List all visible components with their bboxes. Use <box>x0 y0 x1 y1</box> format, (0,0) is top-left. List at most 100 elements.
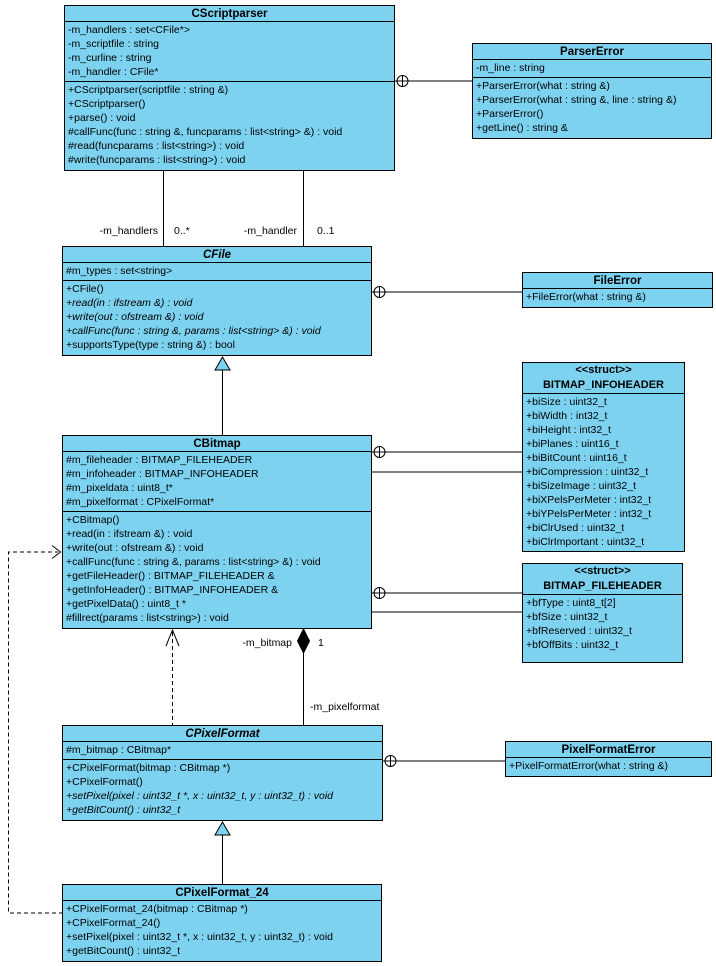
member-row: +setPixel(pixel : uint32_t *, x : uint32… <box>66 931 334 943</box>
anchor-cscriptparser-parsererror[interactable] <box>394 75 474 87</box>
member-row: +CFile() <box>66 283 104 295</box>
class-title: ParserError <box>473 44 711 60</box>
member-row: +ParserError(what : string &) <box>476 80 610 92</box>
member-row: -m_line : string <box>476 62 545 74</box>
struct-header: <<struct>> BITMAP_INFOHEADER <box>523 363 684 394</box>
member-row: +getInfoHeader() : BITMAP_INFOHEADER & <box>66 584 279 596</box>
open-arrow-icon <box>165 628 180 647</box>
member-row: +CPixelFormat() <box>66 776 143 788</box>
attributes-compartment: -m_line : string <box>473 60 711 77</box>
member-row: +ParserError() <box>476 108 544 120</box>
member-row: #write(funcparams : list<string>) : void <box>68 154 246 166</box>
member-row: +parse() : void <box>68 112 136 124</box>
member-row: #callFunc(func : string &, funcparams : … <box>68 126 343 138</box>
anchor-cfile-fileerror[interactable] <box>371 286 524 298</box>
member-row: #m_types : set<string> <box>66 265 173 277</box>
generalization-cpixelformat24-cpixelformat[interactable] <box>214 820 231 887</box>
member-row: +CPixelFormat(bitmap : CBitmap *) <box>66 762 231 774</box>
member-row: -m_handler : CFile* <box>68 66 159 78</box>
attributes-compartment: #m_fileheader : BITMAP_FILEHEADER #m_info… <box>63 452 371 511</box>
class-box-cscriptparser[interactable]: CScriptparser -m_handlers : set<CFile*>-… <box>64 5 395 171</box>
member-row: #read(funcparams : list<string>) : void <box>68 140 245 152</box>
methods-compartment: +CFile()+read(in : ifstream &) : void+wr… <box>63 280 371 354</box>
class-box-bitmap-fileheader[interactable]: <<struct>> BITMAP_FILEHEADER +bfType : u… <box>522 563 683 663</box>
generalization-triangle-icon <box>214 355 231 371</box>
member-row: +CScriptparser(scriptfile : string &) <box>68 84 229 96</box>
dependency-cpixelformat-cbitmap[interactable] <box>165 628 180 728</box>
anchor-cbitmap-fileheader[interactable] <box>371 587 524 599</box>
class-title: CScriptparser <box>65 6 394 22</box>
class-box-cfile[interactable]: CFile #m_types : set<string> +CFile()+re… <box>62 246 372 356</box>
role-label-m-handler: -m_handler <box>243 225 297 237</box>
member-row: +setPixel(pixel : uint32_t *, x : uint32… <box>66 790 334 802</box>
anchor-cpixelformat-pixelformaterror[interactable] <box>382 755 507 767</box>
class-box-bitmap-infoheader[interactable]: <<struct>> BITMAP_INFOHEADER +biSize : u… <box>522 362 685 552</box>
class-title: BITMAP_FILEHEADER <box>543 580 662 592</box>
class-box-cbitmap[interactable]: CBitmap #m_fileheader : BITMAP_FILEHEADE… <box>62 435 372 629</box>
member-row: +biPlanes : uint16_t <box>526 438 619 450</box>
methods-compartment: +CPixelFormat_24(bitmap : CBitmap *)+CPi… <box>63 901 381 960</box>
member-row: -m_curline : string <box>68 52 152 64</box>
member-row: +write(out : ofstream &) : void <box>66 542 204 554</box>
member-row: +biHeight : int32_t <box>526 424 611 436</box>
class-box-cpixelformat24[interactable]: CPixelFormat_24 +CPixelFormat_24(bitmap … <box>62 884 382 962</box>
member-row: +CPixelFormat_24() <box>66 917 161 929</box>
fields-compartment: +bfType : uint8_t[2]+bfSize : uint32_t+b… <box>523 595 682 654</box>
member-row: +bfType : uint8_t[2] <box>526 597 616 609</box>
member-row: #m_infoheader : BITMAP_INFOHEADER <box>66 468 259 480</box>
struct-header: <<struct>> BITMAP_FILEHEADER <box>523 564 682 595</box>
multiplicity-label-m-handler: 0..1 <box>317 225 335 237</box>
member-row: #fillrect(params : list<string>) : void <box>66 612 229 624</box>
multiplicity-label-m-bitmap: 1 <box>318 637 324 649</box>
member-row: +biClrImportant : uint32_t <box>526 536 645 548</box>
member-row: #m_bitmap : CBitmap* <box>66 744 172 756</box>
member-row: +biClrUsed : uint32_t <box>526 522 625 534</box>
member-row: +PixelFormatError(what : string &) <box>509 760 668 772</box>
class-box-fileerror[interactable]: FileError +FileError(what : string &) <box>522 272 713 308</box>
member-row: +CBitmap() <box>66 514 120 526</box>
class-box-pixelformaterror[interactable]: PixelFormatError +PixelFormatError(what … <box>505 741 712 777</box>
attributes-compartment: #m_bitmap : CBitmap* <box>63 742 382 759</box>
member-row: +callFunc(func : string &, params : list… <box>66 325 321 337</box>
multiplicity-label-m-handlers: 0..* <box>174 225 190 237</box>
member-row: -m_handlers : set<CFile*> <box>68 24 190 36</box>
dependency-cpixelformat24-cbitmap[interactable] <box>8 545 71 914</box>
stereotype-label: <<struct>> <box>574 565 631 577</box>
member-row: #m_pixelformat : CPixelFormat* <box>66 496 215 508</box>
class-title: PixelFormatError <box>506 742 711 758</box>
class-box-cpixelformat[interactable]: CPixelFormat #m_bitmap : CBitmap* +CPixe… <box>62 725 383 821</box>
stereotype-label: <<struct>> <box>575 364 632 376</box>
class-title: FileError <box>523 273 712 289</box>
composition-m-pixelformat[interactable] <box>296 627 311 728</box>
methods-compartment: +CPixelFormat(bitmap : CBitmap *) +CPixel… <box>63 759 382 819</box>
member-row: +FileError(what : string &) <box>526 291 646 303</box>
class-box-parsererror[interactable]: ParserError -m_line : string +ParserErro… <box>472 43 712 139</box>
member-row: #m_fileheader : BITMAP_FILEHEADER <box>66 454 253 466</box>
generalization-triangle-icon <box>214 820 231 836</box>
member-row: +biSize : uint32_t <box>526 396 607 408</box>
attributes-compartment: -m_handlers : set<CFile*>-m_scriptfile :… <box>65 22 394 81</box>
member-row: +getLine() : string & <box>476 122 568 134</box>
class-title: CPixelFormat_24 <box>63 885 381 901</box>
fields-compartment: +biSize : uint32_t +biWidth : int32_t +biH… <box>523 394 684 551</box>
member-row: +callFunc(func : string &, params : list… <box>66 556 321 568</box>
class-title: CBitmap <box>63 436 371 452</box>
methods-compartment: +FileError(what : string &) <box>523 289 712 306</box>
anchor-cbitmap-infoheader[interactable] <box>371 446 524 458</box>
member-row: +getBitCount() : uint32_t <box>66 804 181 816</box>
member-row: +bfSize : uint32_t <box>526 611 608 623</box>
member-row: +CScriptparser() <box>68 98 146 110</box>
class-title: BITMAP_INFOHEADER <box>542 379 664 391</box>
member-row: +biCompression : uint32_t <box>526 466 649 478</box>
role-label-m-bitmap: -m_bitmap <box>242 637 292 649</box>
member-row: +biWidth : int32_t <box>526 410 608 422</box>
member-row: #m_pixeldata : uint8_t* <box>66 482 173 494</box>
member-row: +biSizeImage : uint32_t <box>526 480 637 492</box>
class-title: CPixelFormat <box>63 726 382 742</box>
role-label-m-handlers: -m_handlers <box>99 225 158 237</box>
member-row: +ParserError(what : string &, line : str… <box>476 94 677 106</box>
member-row: +getBitCount() : uint32_t <box>66 945 181 957</box>
generalization-cbitmap-cfile[interactable] <box>214 355 231 440</box>
class-title: CFile <box>63 247 371 263</box>
